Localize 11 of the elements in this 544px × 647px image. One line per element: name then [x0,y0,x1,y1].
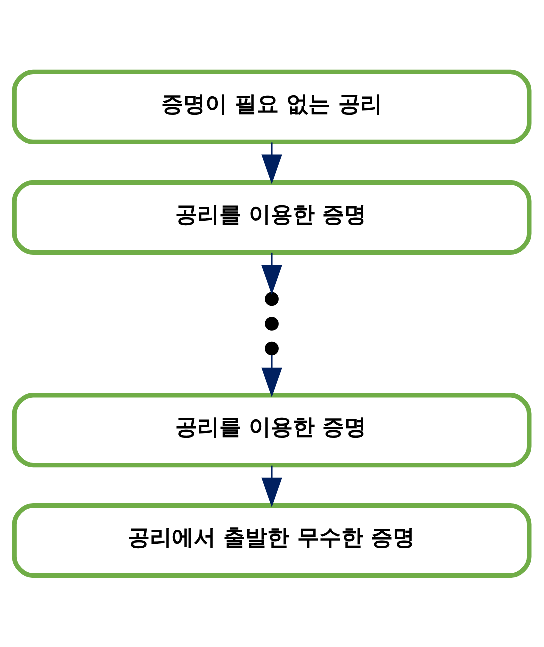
node-box: 공리에서 출발한 무수한 증명 [12,502,532,578]
arrow [262,252,282,295]
arrow [262,354,282,397]
arrow [262,142,282,184]
node-box: 공리를 이용한 증명 [12,392,532,468]
node-box: 증명이 필요 없는 공리 [12,69,532,144]
arrow [262,465,282,507]
node-circle [265,316,279,330]
node-circle [265,341,279,356]
node-circle [265,292,279,306]
node-box: 공리를 이용한 증명 [12,180,532,254]
